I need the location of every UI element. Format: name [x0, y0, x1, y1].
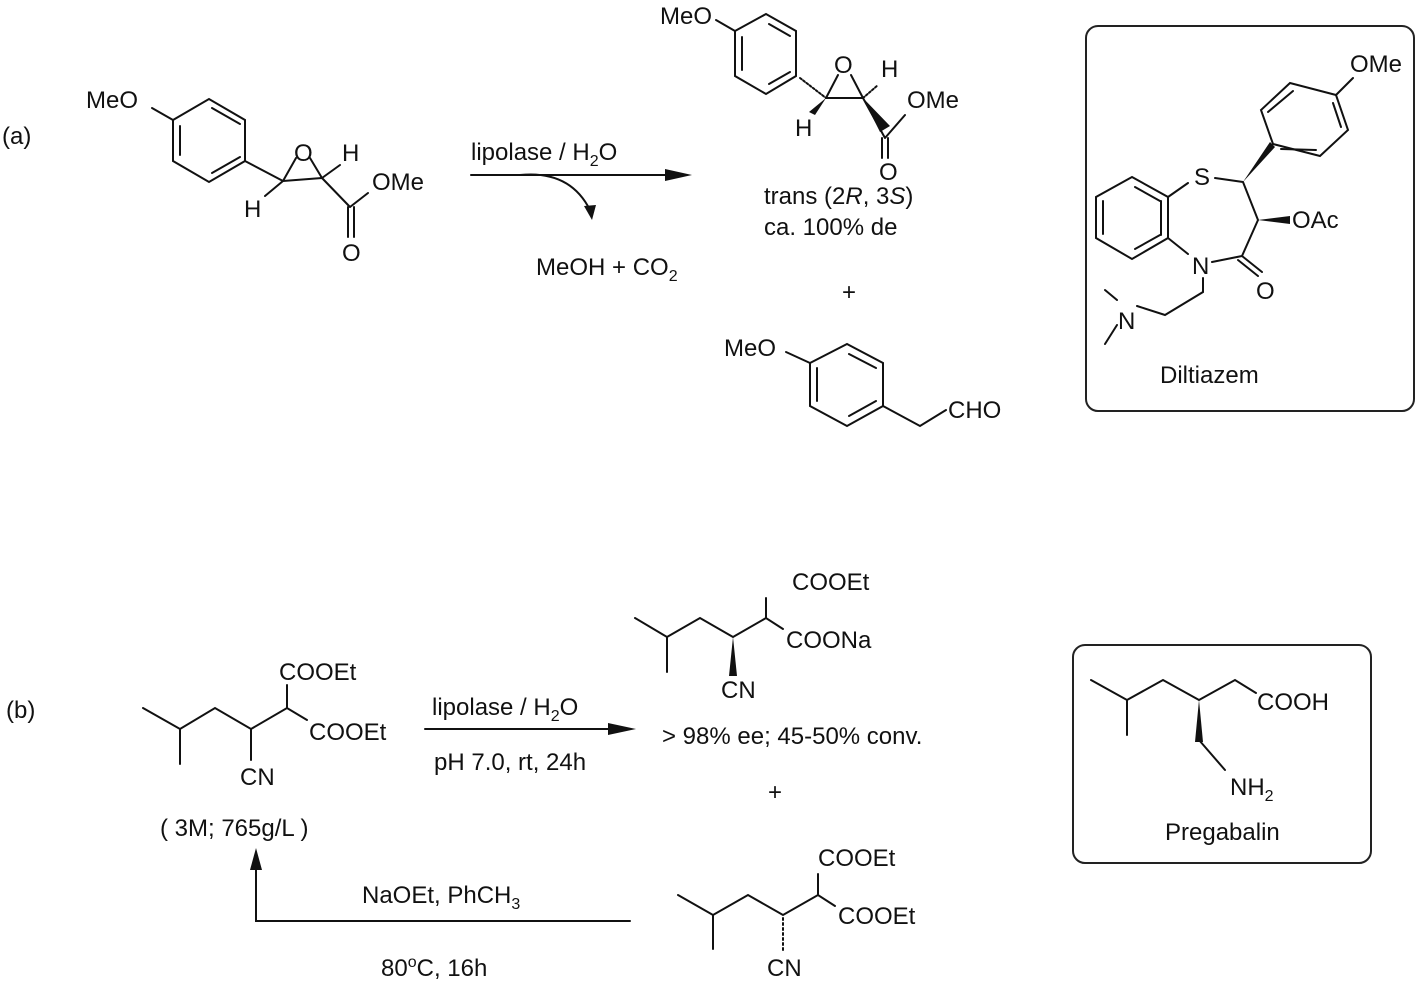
byproduct-label: MeOH + CO2 [536, 254, 678, 285]
benzene-ring [1095, 175, 1169, 261]
ester-label: COOEt [818, 845, 896, 872]
wedge-bond [1195, 700, 1203, 742]
carbon-chain [634, 597, 784, 673]
conditions-label: pH 7.0, rt, 24h [434, 749, 586, 776]
recycle-conditions-label: 80oC, 16h [381, 954, 487, 982]
ester-label: COOEt [838, 903, 916, 930]
side-product-a: MeO CHO [724, 335, 1001, 428]
part-a-label: (a) [2, 123, 31, 150]
benzene-ring [734, 12, 797, 96]
box-frame [1085, 25, 1415, 412]
part-b-label: (b) [6, 697, 35, 724]
methoxy-label: OMe [1350, 51, 1402, 78]
aromatic-bonds [816, 353, 877, 417]
bond [151, 107, 174, 121]
reaction-arrow-a: lipolase / H2O MeOH + CO2 [470, 139, 692, 285]
arrow-head [250, 848, 262, 870]
bond [715, 19, 736, 32]
aromatic-bonds [741, 23, 791, 85]
wedge-bond [809, 98, 826, 115]
recycle-reagent-label: NaOEt, PhCH3 [362, 882, 520, 913]
result-label: > 98% ee; 45-50% conv. [662, 723, 922, 750]
carbonyl-o-label: O [342, 240, 361, 267]
bond [882, 405, 947, 428]
substrate-a: MeO O H H OMe O [86, 87, 424, 267]
epoxide-bonds [825, 74, 906, 159]
carbon-chain [677, 873, 836, 950]
ester-label: OMe [907, 87, 959, 114]
epoxide-o-label: O [294, 140, 313, 167]
ester-label: OMe [372, 169, 424, 196]
nitrile-label: CN [721, 677, 756, 704]
product-a: MeO O H H OMe O trans (2R, 3S) ca. 100% … [660, 3, 959, 241]
aldehyde-label: CHO [948, 397, 1001, 424]
byproduct-arrow [519, 173, 591, 211]
product-b: COOEt COONa CN > 98% ee; 45-50% conv. [634, 569, 922, 750]
wedge-bond [1243, 142, 1275, 182]
benzene-ring [809, 342, 884, 428]
methoxy-label: MeO [86, 87, 138, 114]
h-label: H [881, 56, 898, 83]
salt-label: COONa [786, 627, 872, 654]
reagent-label: lipolase / H2O [471, 139, 617, 170]
ester-label: COOEt [309, 719, 387, 746]
hashed-bond [799, 77, 827, 99]
target-name: Diltiazem [1160, 362, 1259, 389]
arrow-line [255, 867, 631, 922]
reaction-arrow-b: lipolase / H2O pH 7.0, rt, 24h [424, 694, 636, 776]
box-frame [1072, 644, 1372, 864]
amide-n-label: N [1192, 253, 1209, 280]
h-label: H [244, 196, 261, 223]
stereo-label: trans (2R, 3S) [764, 183, 913, 210]
diltiazem-box: OMe S OAc N O N Diltiazem [1085, 25, 1415, 412]
bond [785, 351, 811, 364]
arrow-head [665, 169, 692, 181]
de-label: ca. 100% de [764, 214, 897, 241]
carbonyl-o-label: O [1256, 278, 1275, 305]
wedge-bond [729, 637, 737, 676]
wedge-bond [863, 98, 890, 132]
recycle-arrow: NaOEt, PhCH3 80oC, 16h [250, 848, 631, 982]
methoxy-label: MeO [660, 3, 712, 30]
arrow-head [608, 723, 636, 735]
plus-sign: + [842, 279, 856, 306]
h-label: H [342, 140, 359, 167]
ester-label: COOEt [279, 659, 357, 686]
byproduct-arrow-head [584, 205, 596, 220]
ring-bonds [1104, 177, 1263, 345]
substrate-b: COOEt COOEt CN ( 3M; 765g/L ) [142, 659, 387, 842]
benzene-ring [1259, 81, 1350, 158]
aromatic-bonds [1102, 186, 1162, 250]
h-label: H [795, 115, 812, 142]
aromatic-bonds [179, 107, 241, 174]
wedge-bond [1258, 216, 1290, 224]
hashed-bond [862, 84, 879, 99]
plus-sign: + [768, 779, 782, 806]
pregabalin-box: COOH NH2 Pregabalin [1072, 644, 1372, 864]
acid-label: COOH [1257, 689, 1329, 716]
amine-n-label: N [1118, 308, 1135, 335]
sulfur-label: S [1194, 164, 1210, 191]
carbon-chain [142, 684, 308, 765]
epoxide-o-label: O [834, 52, 853, 79]
concentration-label: ( 3M; 765g/L ) [160, 815, 309, 842]
unreacted-enantiomer: COOEt COOEt CN [677, 845, 916, 982]
methoxy-label: MeO [724, 335, 776, 362]
aromatic-bonds [1267, 77, 1354, 151]
amine-label: NH2 [1230, 774, 1274, 805]
benzene-ring [172, 97, 246, 184]
acetate-label: OAc [1292, 207, 1339, 234]
nitrile-label: CN [767, 955, 802, 982]
nitrile-label: CN [240, 764, 275, 791]
carbon-chain [1090, 678, 1257, 771]
carbonyl-o-label: O [879, 159, 898, 186]
target-name: Pregabalin [1165, 819, 1280, 846]
ester-label: COOEt [792, 569, 870, 596]
reagent-label: lipolase / H2O [432, 694, 578, 725]
epoxide-bonds [244, 157, 369, 238]
